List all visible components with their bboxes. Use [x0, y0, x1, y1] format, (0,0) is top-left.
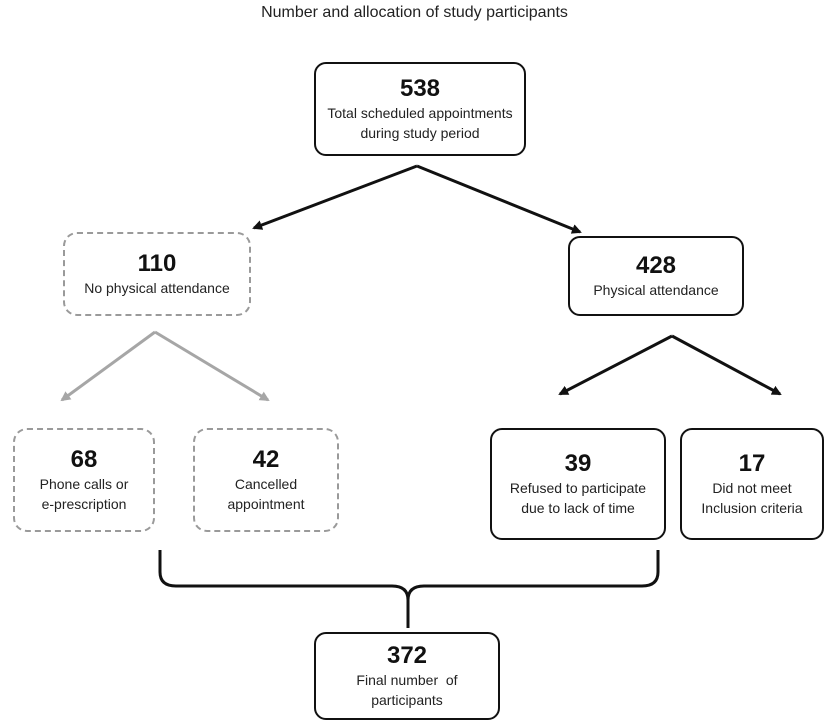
node-no-physical-attendance: 110 No physical attendance	[63, 232, 251, 316]
arrow-no-attendance-to-phone	[60, 330, 156, 402]
inclusion-count: 17	[738, 450, 766, 477]
summary-bracket	[158, 550, 660, 628]
inclusion-label-line2: Inclusion criteria	[701, 500, 803, 516]
no-attendance-label: No physical attendance	[84, 280, 230, 296]
refused-count: 39	[564, 450, 592, 477]
total-count: 538	[399, 75, 441, 102]
phone-count: 68	[70, 446, 98, 473]
cancelled-label-line1: Cancelled	[234, 476, 298, 492]
no-attendance-count: 110	[137, 250, 177, 277]
cancelled-label-line2: appointment	[227, 496, 305, 512]
cancelled-count: 42	[252, 446, 280, 473]
arrow-total-to-attendance	[416, 164, 582, 234]
node-physical-attendance: 428 Physical attendance	[568, 236, 744, 316]
arrow-total-to-no-attendance	[252, 164, 418, 230]
node-total-appointments: 538 Total scheduled appointments during …	[314, 62, 526, 156]
final-label-line1: Final number of	[356, 672, 458, 688]
node-not-inclusion: 17 Did not meet Inclusion criteria	[680, 428, 824, 540]
arrow-attendance-to-inclusion	[671, 334, 782, 396]
node-phone-calls: 68 Phone calls or e-prescription	[13, 428, 155, 532]
arrow-attendance-to-refused	[558, 334, 673, 396]
total-label-line2: during study period	[360, 125, 480, 141]
node-refused: 39 Refused to participate due to lack of…	[490, 428, 666, 540]
attendance-label: Physical attendance	[593, 282, 719, 298]
node-final-participants: 372 Final number of participants	[314, 632, 500, 720]
total-label-line1: Total scheduled appointments	[327, 105, 513, 121]
refused-label-line2: due to lack of time	[521, 500, 635, 516]
diagram-title: Number and allocation of study participa…	[261, 4, 568, 21]
refused-label-line1: Refused to participate	[509, 480, 647, 496]
phone-label-line2: e-prescription	[41, 496, 127, 512]
arrow-no-attendance-to-cancelled	[154, 330, 270, 402]
node-cancelled-appointment: 42 Cancelled appointment	[193, 428, 339, 532]
attendance-count: 428	[635, 252, 677, 279]
inclusion-label-line1: Did not meet	[712, 480, 792, 496]
final-label-line2: participants	[371, 692, 443, 708]
phone-label-line1: Phone calls or	[39, 476, 129, 492]
final-count: 372	[386, 642, 428, 669]
